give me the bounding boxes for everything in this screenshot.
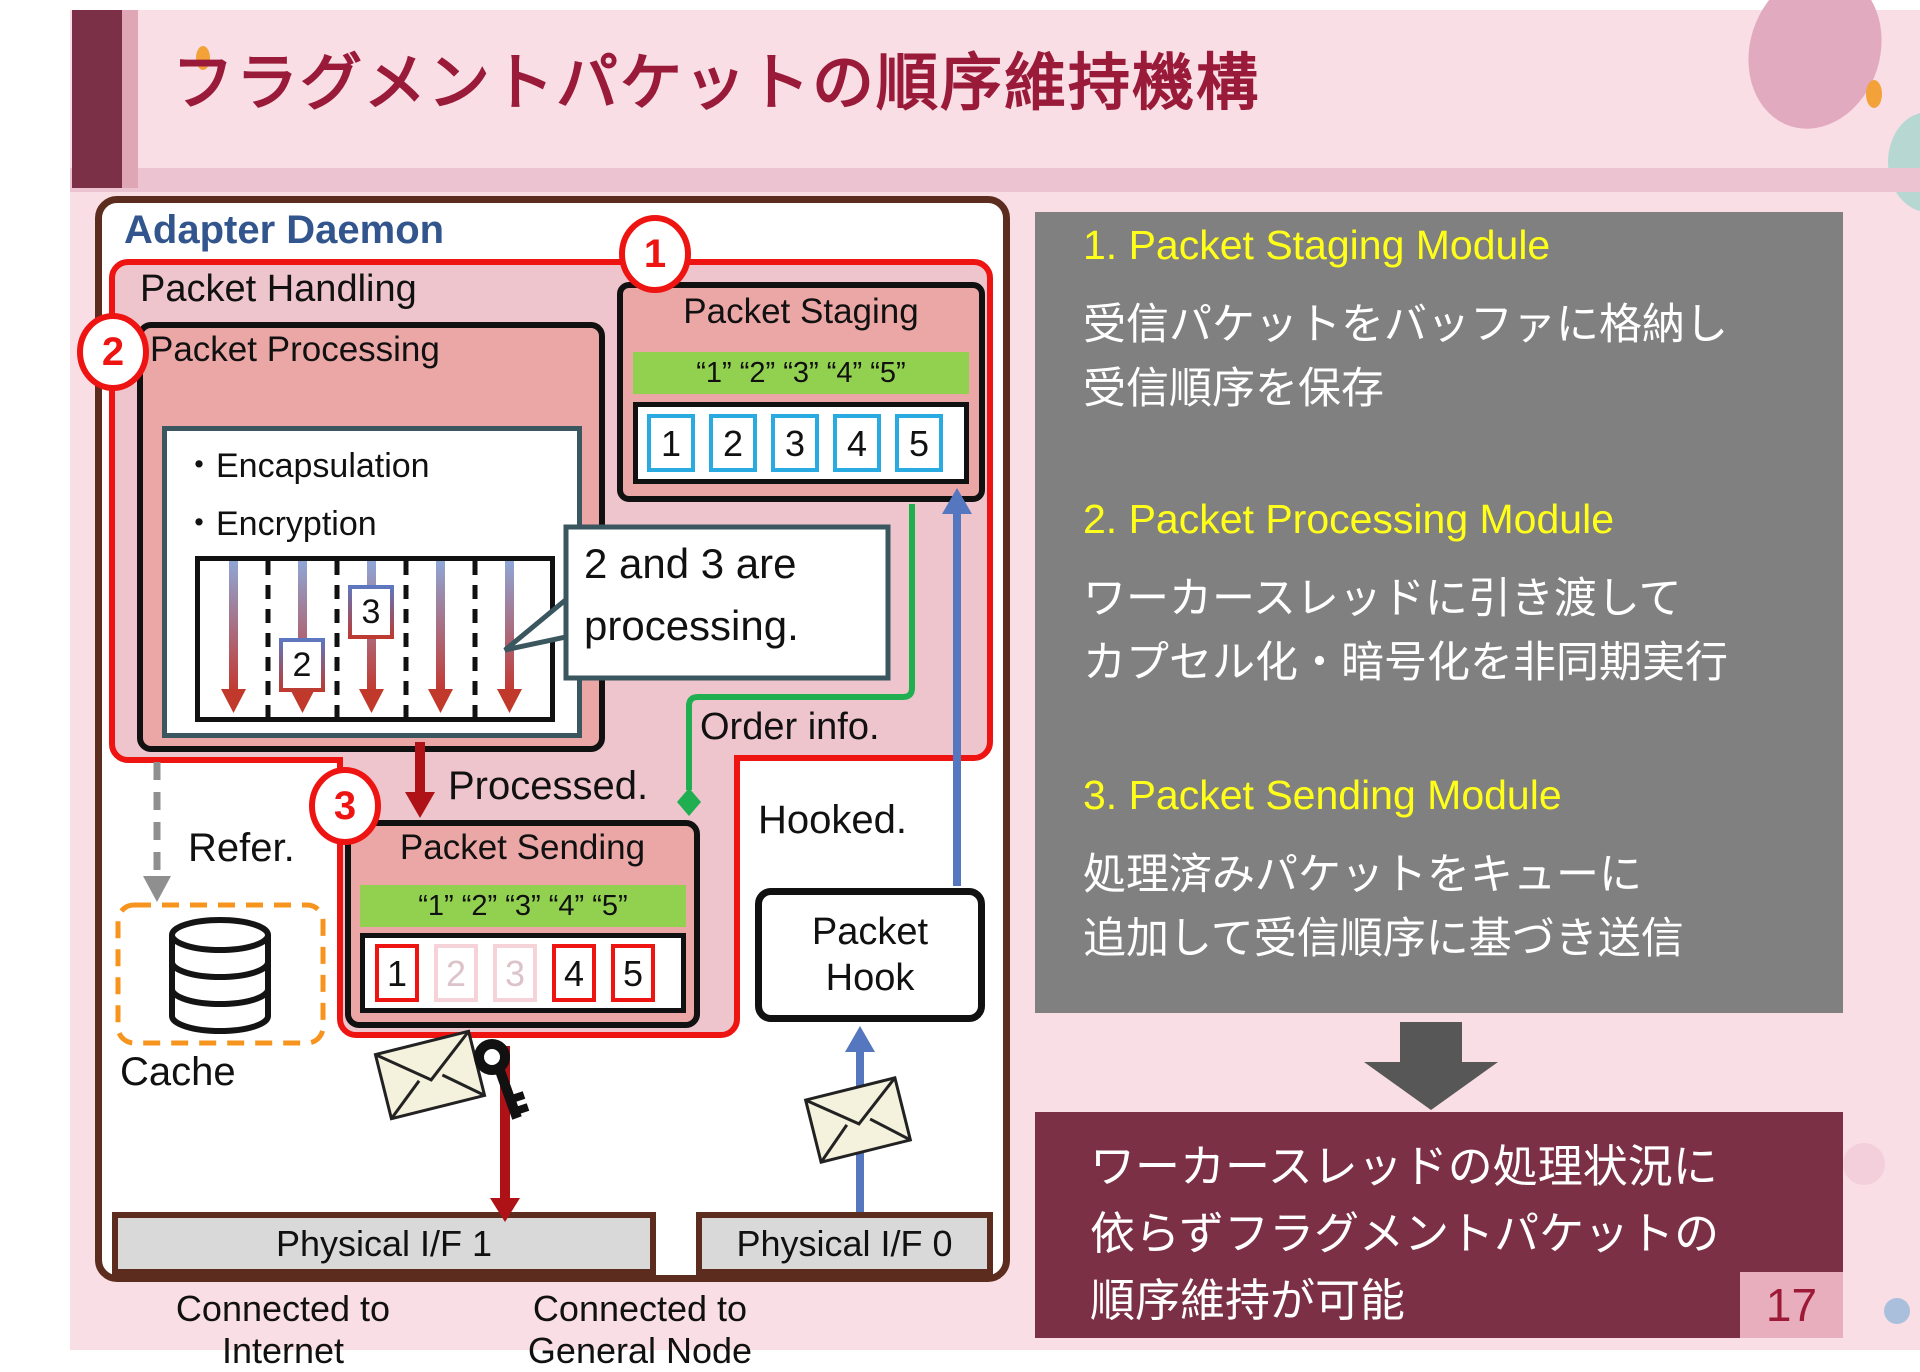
step-1-number: 1 [643, 232, 667, 276]
staging-packet-3: 3 [771, 414, 819, 472]
decor-orange-dot-left [196, 46, 210, 70]
physical-if-1: Physical I/F 1 [112, 1212, 656, 1275]
step-3-number: 3 [333, 784, 357, 828]
packet-handling-label: Packet Handling [140, 268, 417, 310]
bullet-encryption: ・Encryption [182, 505, 377, 543]
processing-badge-2: 2 [279, 638, 325, 692]
panel-item3-line2: 追加して受信順序に基づき送信 [1083, 915, 1684, 963]
panel-item2-line1: ワーカースレッドに引き渡して [1083, 575, 1682, 623]
decor-orange-dot-right [1866, 80, 1882, 108]
staging-packet-1: 1 [647, 414, 695, 472]
explanation-panel: 1. Packet Staging Module 受信パケットをバッファに格納し… [1035, 212, 1843, 1013]
bullet-encapsulation: ・Encapsulation [182, 447, 430, 485]
hooked-label: Hooked. [758, 798, 907, 842]
conclusion-line3: 順序維持が可能 [1090, 1275, 1406, 1326]
title-accent-block [72, 10, 122, 188]
worker-thread-box [195, 556, 555, 722]
cache-label: Cache [120, 1050, 236, 1094]
sending-packet-1: 1 [375, 944, 419, 1002]
packet-staging-label: Packet Staging [683, 292, 919, 331]
panel-item2-heading: 2. Packet Processing Module [1083, 496, 1614, 542]
staging-order-row: “1” “2” “3” “4” “5” [633, 352, 969, 394]
staging-packet-5: 5 [895, 414, 943, 472]
panel-item2-line2: カプセル化・暗号化を非同期実行 [1083, 639, 1728, 687]
conclusion-box: ワーカースレッドの処理状況に 依らずフラグメントパケットの 順序維持が可能 [1035, 1112, 1843, 1338]
sending-packet-5: 5 [611, 944, 655, 1002]
title-underband [70, 168, 1920, 192]
packet-sending-label: Packet Sending [399, 828, 646, 867]
staging-packet-4: 4 [833, 414, 881, 472]
panel-item3-line1: 処理済みパケットをキューに [1083, 851, 1642, 899]
panel-item1-line1: 受信パケットをバッファに格納し [1083, 301, 1728, 349]
if1-connection-note: Connected to Internet [175, 1288, 391, 1371]
sending-packet-2-processing: 2 [434, 944, 478, 1002]
sending-order-row: “1” “2” “3” “4” “5” [360, 885, 686, 927]
page-title: フラグメントパケットの順序維持機構 [172, 49, 1261, 118]
staging-packet-2: 2 [709, 414, 757, 472]
order-info-label: Order info. [700, 706, 880, 748]
processed-label: Processed. [448, 764, 649, 808]
processing-badge-3: 3 [348, 585, 394, 639]
conclusion-line1: ワーカースレッドの処理状況に [1090, 1141, 1718, 1192]
if0-connection-note: Connected to General Node [527, 1288, 753, 1371]
sending-packet-4: 4 [552, 944, 596, 1002]
panel-item3-heading: 3. Packet Sending Module [1083, 772, 1562, 818]
bubble-line2: processing. [584, 602, 799, 649]
refer-label: Refer. [188, 826, 295, 870]
conclusion-line2: 依らずフラグメントパケットの [1090, 1208, 1720, 1259]
decor-blue-dot [1884, 1298, 1910, 1324]
panel-item1-line2: 受信順序を保存 [1083, 365, 1384, 413]
bubble-line1: 2 and 3 are [584, 540, 797, 587]
step-2-number: 2 [101, 330, 125, 374]
title-accent-stripe [122, 10, 138, 188]
sending-packet-3-processing: 3 [493, 944, 537, 1002]
adapter-daemon-label: Adapter Daemon [124, 208, 445, 252]
packet-processing-label: Packet Processing [150, 330, 440, 369]
panel-item1-heading: 1. Packet Staging Module [1083, 222, 1551, 268]
page-number-badge: 17 [1740, 1272, 1843, 1338]
physical-if-0: Physical I/F 0 [696, 1212, 993, 1275]
decor-pale-circle [1843, 1143, 1885, 1185]
packet-hook-box: Packet Hook [755, 888, 985, 1022]
